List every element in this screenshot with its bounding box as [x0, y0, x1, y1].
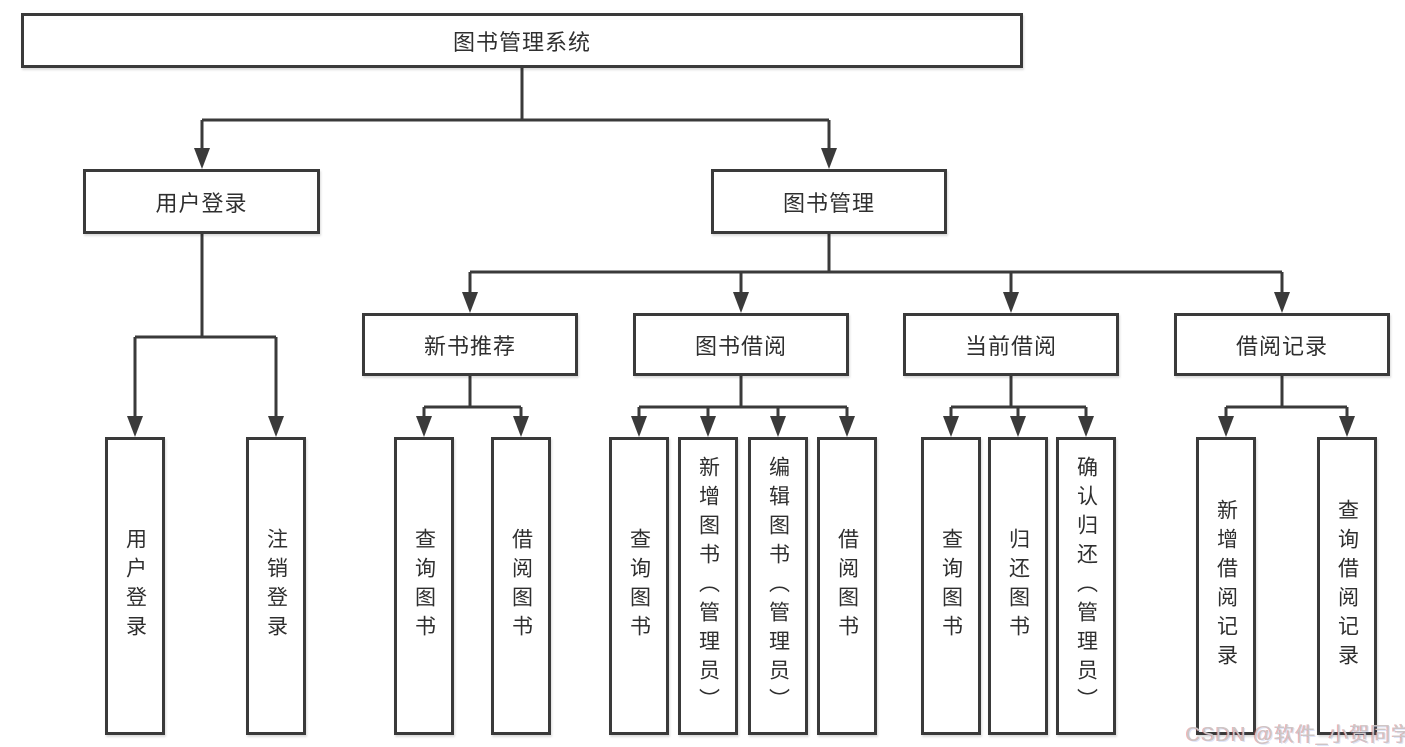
leaf-confirm-return-admin: 确认归还（管理员）	[1056, 437, 1116, 735]
node-book-borrowing: 图书借阅	[633, 313, 849, 376]
leaf-query-books-current: 查询图书	[921, 437, 981, 735]
leaf-label: 借阅图书	[835, 528, 859, 644]
node-book-management: 图书管理	[711, 169, 947, 234]
leaf-borrow-books: 借阅图书	[491, 437, 551, 735]
connector-user-login	[133, 234, 278, 418]
leaf-label: 新增借阅记录	[1214, 499, 1238, 673]
leaf-add-books-admin: 新增图书（管理员）	[678, 437, 738, 735]
leaf-query-borrow-record: 查询借阅记录	[1317, 437, 1377, 735]
leaf-return-books: 归还图书	[988, 437, 1048, 735]
node-label: 图书管理	[782, 190, 875, 216]
leaf-label: 查询图书	[412, 528, 436, 644]
leaf-label: 编辑图书（管理员）	[766, 455, 790, 717]
node-library-management-system: 图书管理系统	[21, 13, 1023, 68]
node-label: 新书推荐	[423, 333, 516, 359]
leaf-user-login: 用户登录	[105, 437, 165, 735]
connector-book-management	[468, 234, 1284, 294]
leaf-label: 查询借阅记录	[1335, 499, 1359, 673]
node-label: 当前借阅	[964, 333, 1057, 359]
leaf-label: 查询图书	[939, 528, 963, 644]
node-new-book-recommendation: 新书推荐	[362, 313, 578, 376]
node-borrowing-records: 借阅记录	[1174, 313, 1390, 376]
leaf-query-books-borrowing: 查询图书	[609, 437, 669, 735]
csdn-watermark: CSDN @软件_小贺同学	[1186, 724, 1405, 746]
connector-borrowing-records	[1224, 376, 1349, 418]
leaf-borrow-books-borrowing: 借阅图书	[817, 437, 877, 735]
node-label: 图书借阅	[694, 333, 787, 359]
connector-current-borrowing	[949, 376, 1088, 418]
leaf-label: 确认归还（管理员）	[1074, 455, 1098, 717]
leaf-label: 新增图书（管理员）	[696, 455, 720, 717]
leaf-label: 查询图书	[627, 528, 651, 644]
node-label: 借阅记录	[1235, 333, 1328, 359]
node-current-borrowing: 当前借阅	[903, 313, 1119, 376]
leaf-logout: 注销登录	[246, 437, 306, 735]
leaf-label: 用户登录	[123, 528, 147, 644]
leaf-label: 借阅图书	[509, 528, 533, 644]
connector-book-borrowing	[637, 376, 849, 418]
connector-new-book-recommendation	[422, 376, 523, 418]
node-label: 图书管理系统	[452, 29, 591, 55]
node-label: 用户登录	[155, 190, 248, 216]
leaf-label: 注销登录	[264, 528, 288, 644]
leaf-add-borrow-record: 新增借阅记录	[1196, 437, 1256, 735]
leaf-query-books: 查询图书	[394, 437, 454, 735]
connector-root	[200, 68, 831, 150]
leaf-label: 归还图书	[1006, 528, 1030, 644]
node-user-login: 用户登录	[83, 169, 320, 234]
leaf-edit-books-admin: 编辑图书（管理员）	[748, 437, 808, 735]
arrowheads	[127, 148, 1355, 437]
